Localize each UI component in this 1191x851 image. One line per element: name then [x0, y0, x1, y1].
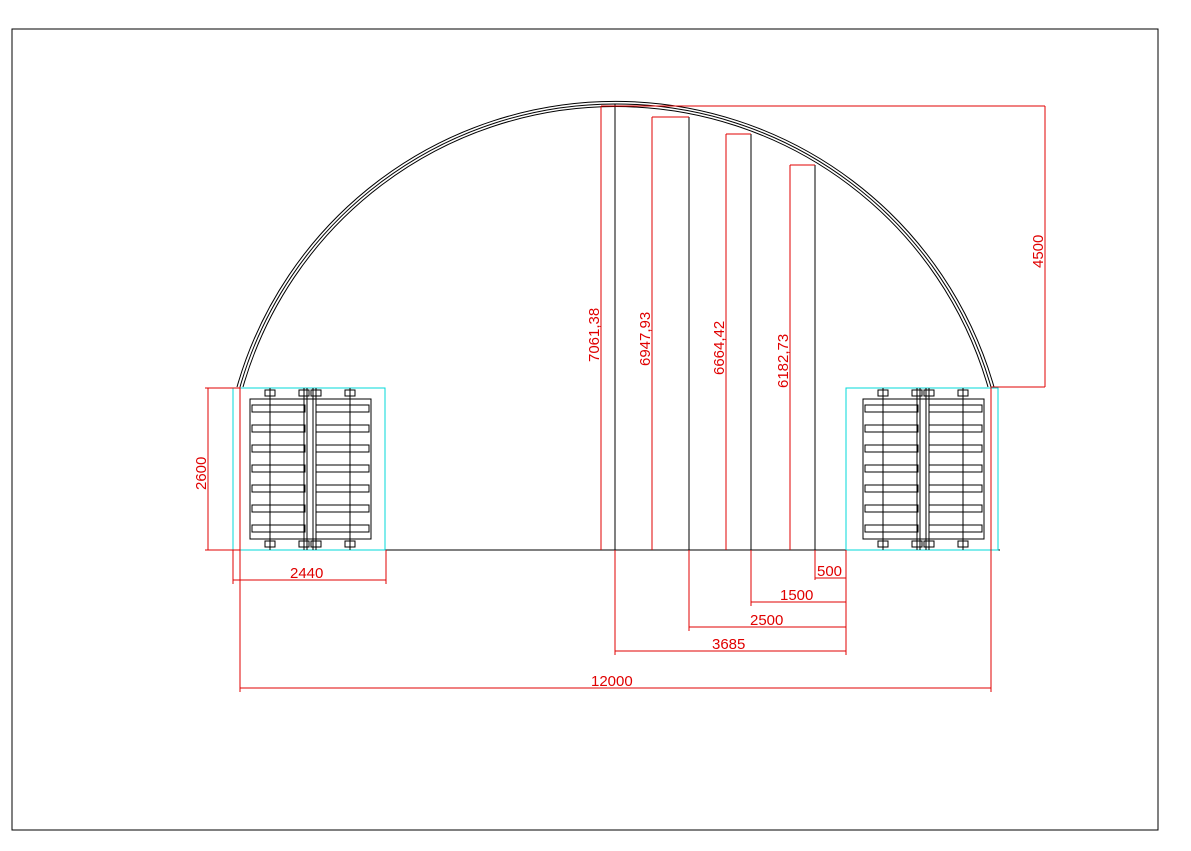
- dim-1500: 1500: [780, 587, 813, 604]
- dim-arch-rise: 4500: [1030, 235, 1047, 268]
- internal-posts: [614, 104, 816, 550]
- dim-container-height: 2600: [193, 457, 210, 490]
- dim-height-3: 6664,42: [711, 321, 728, 375]
- dimension-labels: 7061,38 6947,93 6664,42 6182,73 4500 260…: [193, 235, 1047, 690]
- shipping-container-left: [232, 387, 386, 551]
- dim-height-4: 6182,73: [775, 334, 792, 388]
- dim-2500: 2500: [750, 612, 783, 629]
- shipping-container-right: [845, 387, 999, 551]
- sheet-border: [11, 28, 1159, 831]
- dim-500: 500: [817, 563, 842, 580]
- dim-container-width: 2440: [290, 565, 323, 582]
- dim-3685: 3685: [712, 636, 745, 653]
- dimension-lines: [205, 105, 1046, 692]
- dim-span: 12000: [591, 673, 633, 690]
- dim-height-2: 6947,93: [637, 312, 654, 366]
- dim-height-center: 7061,38: [586, 308, 603, 362]
